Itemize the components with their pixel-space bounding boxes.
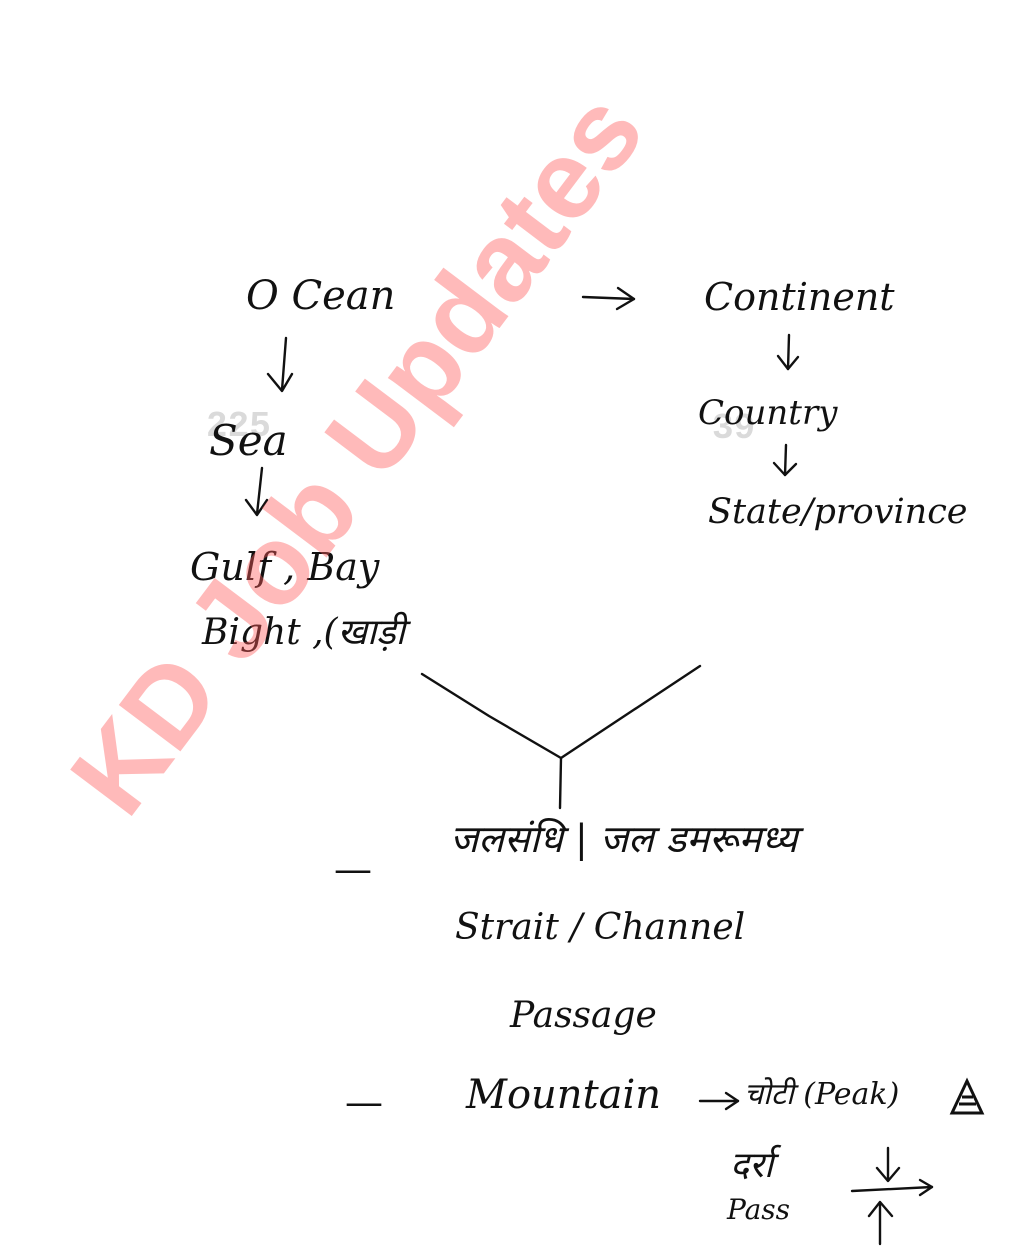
label-mountain: Mountain xyxy=(466,1072,662,1118)
label-passage: Passage xyxy=(510,995,657,1036)
label-state-province: State/province xyxy=(708,492,968,532)
arrow-continent-to-country-icon xyxy=(776,333,800,371)
arrow-ocean-to-sea-icon xyxy=(266,336,294,393)
label-bight: Bight ,(खाड़ी xyxy=(202,612,405,653)
label-peak: चोटी (Peak) xyxy=(744,1077,900,1112)
faint-mark-right: 39 xyxy=(712,408,756,449)
label-ocean: O Cean xyxy=(246,273,396,319)
label-sea: Sea xyxy=(209,416,288,465)
dash-strait: — xyxy=(334,847,372,891)
dash-mountain: — xyxy=(345,1080,383,1124)
label-continent: Continent xyxy=(704,275,895,319)
label-pass-hindi: दर्रा xyxy=(730,1145,774,1186)
pass-symbol-icon xyxy=(850,1146,934,1246)
label-pass: Pass xyxy=(727,1193,791,1226)
mountain-peak-triangle-icon xyxy=(949,1077,985,1115)
label-strait-channel: Strait / Channel xyxy=(455,907,746,948)
arrow-ocean-to-continent-icon xyxy=(581,286,636,311)
arrow-country-to-state-icon xyxy=(772,443,798,477)
arrow-mountain-to-peak-icon xyxy=(698,1091,740,1111)
arrow-sea-to-gulf-icon xyxy=(244,466,269,517)
faint-mark-left: 225 xyxy=(206,406,271,447)
y-connector-lines xyxy=(420,664,702,810)
label-strait-hindi: जलसंधि | जल डमरूमध्य xyxy=(450,817,798,861)
label-country: Country xyxy=(698,393,838,433)
label-gulf-bay: Gulf , Bay xyxy=(190,545,380,589)
